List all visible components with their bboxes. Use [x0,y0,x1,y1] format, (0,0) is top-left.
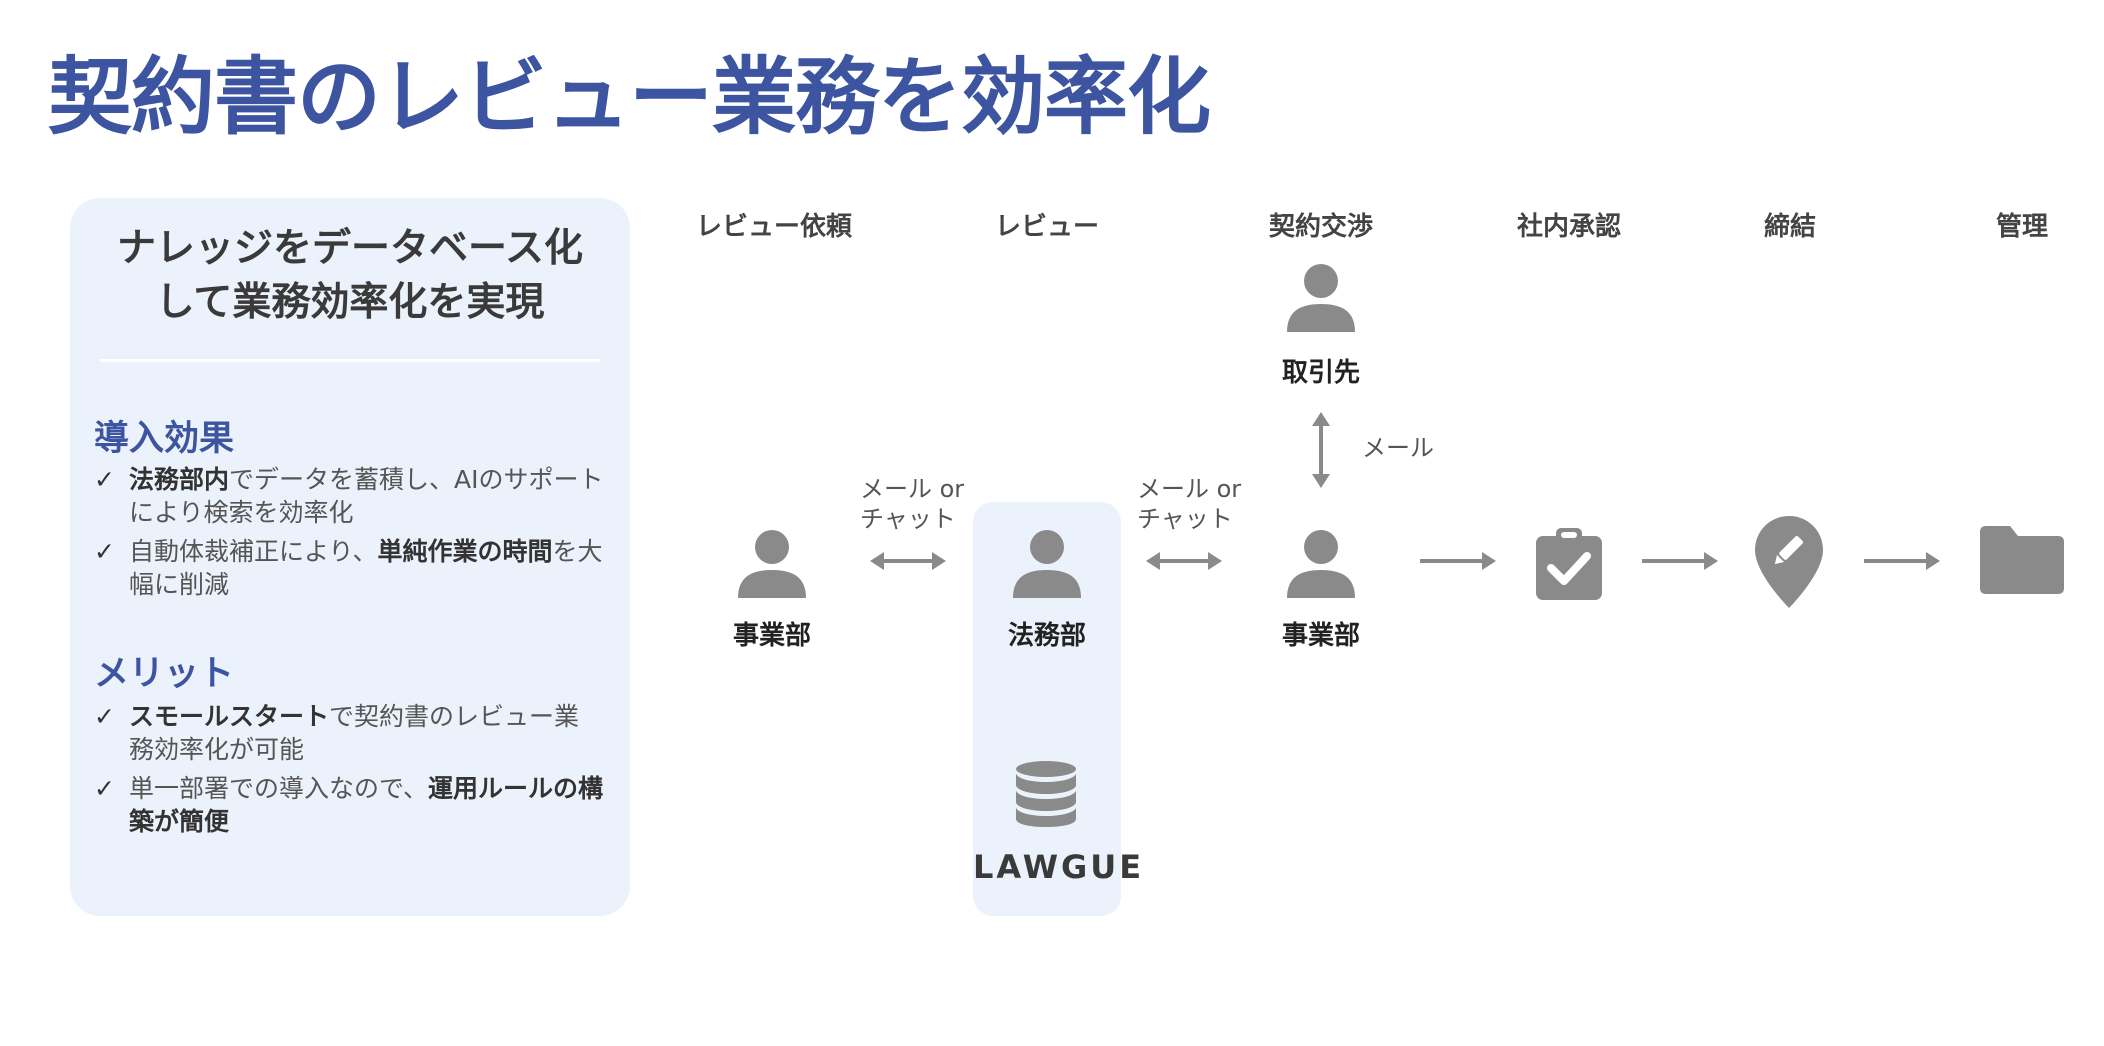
double-arrow-icon [1311,412,1331,488]
bullet-bold: 単純作業の時間 [377,537,553,566]
person-icon [1011,528,1083,600]
section-title-effects: 導入効果 [94,419,235,459]
phase-signing: 締結 [1763,212,1816,242]
channel-2-line-2: チャット [1137,505,1233,533]
bullet-bold: 法務部内 [129,465,230,494]
folder-icon [1980,526,2064,594]
right-arrow-icon [1642,551,1718,571]
bullet-text: を大幅に削減 [129,537,603,599]
bullet-bold: スモールスタート [129,702,330,731]
bullet-text: 単一部署での導入なので、 [129,774,429,803]
phase-review: レビュー [994,212,1099,242]
check-icon: ✓ [94,774,115,803]
page-title: 契約書のレビュー業務を効率化 [48,48,1211,146]
check-icon: ✓ [94,465,115,494]
product-logo-lawgue: LAWGUE [973,848,1145,886]
person-icon [736,528,808,600]
channel-1-line-2: チャット [860,505,956,533]
panel-heading-line-1: ナレッジをデータベース化 [116,226,584,271]
channel-2-label: メール or チャット [1137,474,1241,534]
database-icon [1015,761,1077,827]
panel-heading: ナレッジをデータベース化 して業務効率化を実現 [70,222,630,330]
bullet-text: でデータを蓄積し、AIのサポートにより検索を効率化 [129,465,604,527]
merit-bullet-1: ✓ スモールスタートで契約書のレビュー業務効率化が可能 [94,700,604,766]
node-legal-label: 法務部 [1007,621,1086,651]
double-arrow-icon [1146,551,1222,571]
merit-bullet-2: ✓ 単一部署での導入なので、運用ルールの構築が簡便 [94,772,604,838]
phase-review-request: レビュー依頼 [695,212,852,242]
effect-bullet-1: ✓ 法務部内でデータを蓄積し、AIのサポートにより検索を効率化 [94,463,604,529]
panel-divider [100,359,600,362]
right-arrow-icon [1420,551,1496,571]
clipboard-check-icon [1536,528,1602,600]
effect-bullet-2: ✓ 自動体裁補正により、単純作業の時間を大幅に削減 [94,535,604,601]
phase-negotiation: 契約交渉 [1268,212,1373,242]
node-business-1-label: 事業部 [732,621,811,651]
channel-1-line-1: メール or [860,475,965,503]
person-icon [1285,528,1357,600]
right-arrow-icon [1864,551,1940,571]
person-icon [1285,262,1357,334]
partner-channel-label: メール [1362,434,1434,462]
double-arrow-icon [870,551,946,571]
node-business-2-label: 事業部 [1281,621,1360,651]
bullet-text: で契約書のレビュー業務効率化が可能 [129,702,580,764]
section-title-merits: メリット [94,654,235,694]
panel-heading-line-2: して業務効率化を実現 [155,280,545,325]
phase-internal-approval: 社内承認 [1516,212,1621,242]
check-icon: ✓ [94,537,115,566]
bullet-text: 自動体裁補正により、 [129,537,378,566]
map-pin-icon [1755,516,1823,608]
check-icon: ✓ [94,702,115,731]
node-partner-label: 取引先 [1281,358,1360,388]
channel-1-label: メール or チャット [860,474,964,534]
bullet-bold: 運用ルールの構築が簡便 [129,774,604,836]
phase-management: 管理 [1995,212,2048,242]
summary-panel [70,198,630,916]
channel-2-line-1: メール or [1137,475,1242,503]
